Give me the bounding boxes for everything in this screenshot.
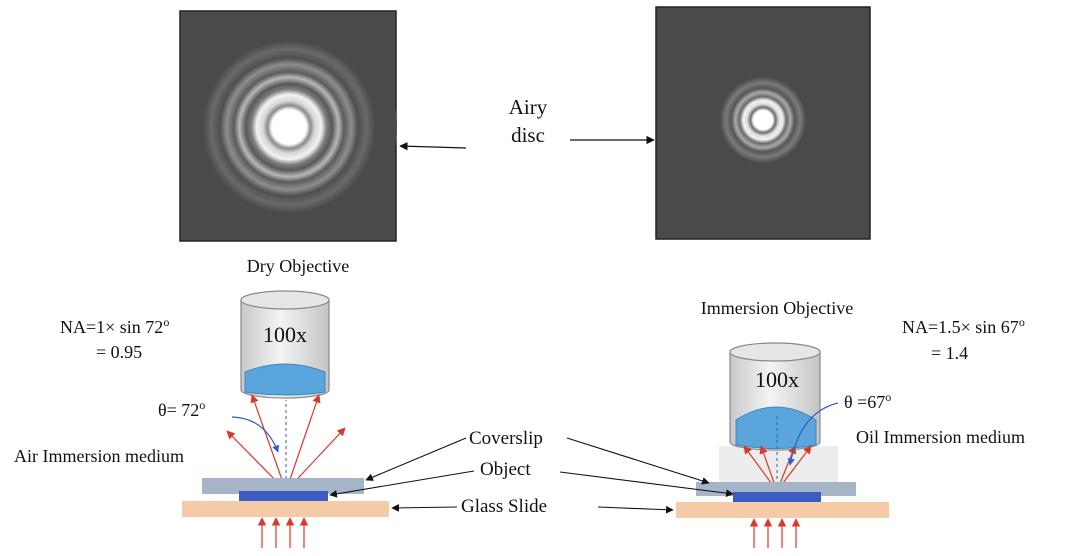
airy-image-dry bbox=[179, 10, 397, 242]
immersion-objective-label: Immersion Objective bbox=[701, 298, 853, 318]
dry-na-formula: NA=1× sin 72o bbox=[60, 315, 169, 337]
immersion-illumination-arrows bbox=[749, 518, 801, 548]
dry-magnification: 100x bbox=[263, 322, 307, 347]
immersion-na-value: = 1.4 bbox=[931, 343, 968, 363]
dry-object bbox=[239, 491, 328, 501]
airy-image-immersion bbox=[655, 6, 871, 240]
immersion-na-formula: NA=1.5× sin 67o bbox=[902, 315, 1025, 337]
airy-arrow-left bbox=[399, 142, 467, 151]
immersion-objective: 100x bbox=[729, 342, 821, 451]
glass-slide-label: Glass Slide bbox=[461, 496, 547, 517]
label-pointers bbox=[329, 437, 734, 514]
airy-label-line1: Airy bbox=[509, 95, 548, 119]
dry-coverslip bbox=[202, 478, 364, 494]
immersion-object bbox=[733, 492, 821, 502]
oil-region bbox=[719, 446, 838, 484]
immersion-magnification: 100x bbox=[755, 367, 799, 392]
dry-na-value: = 0.95 bbox=[96, 342, 142, 362]
dry-rays bbox=[226, 394, 346, 492]
immersion-glass-slide bbox=[676, 502, 889, 518]
object-label: Object bbox=[480, 459, 531, 480]
dry-illumination-arrows bbox=[257, 517, 309, 548]
airy-label-line2: disc bbox=[511, 123, 545, 147]
immersion-theta-label: θ =67o bbox=[844, 390, 891, 412]
dry-glass-slide bbox=[182, 501, 389, 517]
coverslip-label: Coverslip bbox=[469, 428, 543, 449]
dry-theta-label: θ= 72o bbox=[158, 398, 205, 420]
oil-medium-label: Oil Immersion medium bbox=[856, 427, 1025, 447]
dry-objective-label: Dry Objective bbox=[247, 256, 349, 276]
dry-objective: 100x bbox=[240, 290, 330, 399]
air-medium-label: Air Immersion medium bbox=[14, 446, 184, 466]
